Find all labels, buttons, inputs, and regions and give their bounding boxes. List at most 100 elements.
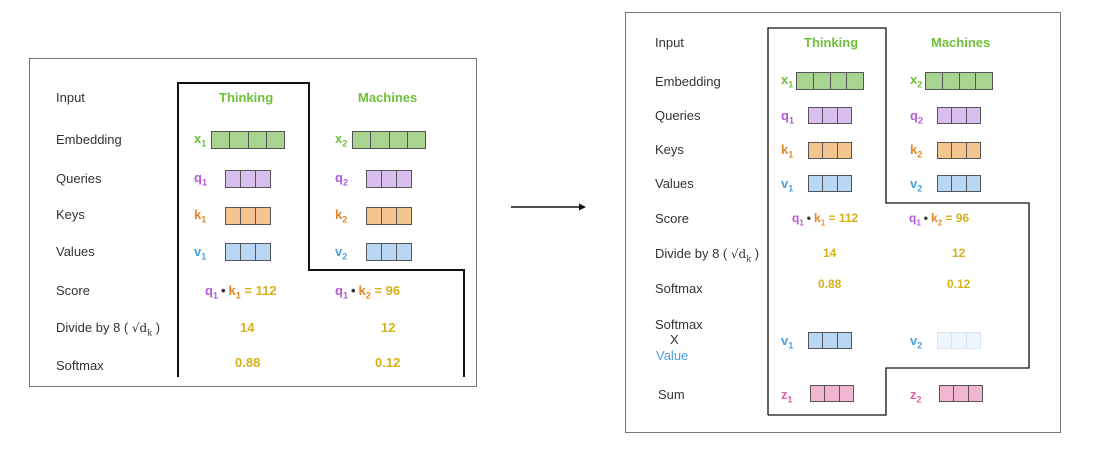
r-z2-symbol: z2 bbox=[910, 387, 922, 405]
r-z2-sub: 2 bbox=[916, 394, 922, 405]
sqrt-d: √d bbox=[131, 321, 148, 335]
r-v1-sub: 1 bbox=[788, 183, 794, 194]
r-v2-letter: v bbox=[910, 176, 918, 191]
x2-sub: 2 bbox=[342, 138, 348, 149]
r-x2-letter: x bbox=[910, 72, 918, 87]
r-k1-symbol: k1 bbox=[781, 142, 793, 160]
r-row-label-divide: Divide by 8 ( √dk ) bbox=[655, 246, 759, 263]
v2-letter: v bbox=[335, 244, 343, 259]
r-score2-q-sub: 1 bbox=[916, 218, 921, 228]
row-label-softmax: Softmax bbox=[56, 358, 104, 373]
r-row-label-values: Values bbox=[655, 176, 694, 191]
row-label-divide: Divide by 8 ( √dk ) bbox=[56, 320, 160, 337]
r-z2-vector bbox=[939, 385, 983, 402]
r-q1-sub: 1 bbox=[788, 115, 794, 126]
dot-product-icon: • bbox=[350, 283, 356, 298]
row-label-keys: Keys bbox=[56, 207, 85, 222]
r-k1-letter: k bbox=[781, 142, 789, 157]
r-row-label-queries: Queries bbox=[655, 108, 701, 123]
score1-k: k1 bbox=[228, 283, 241, 301]
r-divide-close: ) bbox=[754, 246, 760, 261]
softmax-value-2: 0.12 bbox=[375, 355, 401, 370]
k1-symbol: k1 bbox=[194, 207, 206, 225]
score2-q: q1 bbox=[335, 283, 348, 301]
r-v2-vector bbox=[937, 175, 981, 192]
r-word-machines: Machines bbox=[931, 35, 991, 50]
r-score1-q-sub: 1 bbox=[799, 218, 804, 228]
k2-sub: 2 bbox=[342, 214, 348, 225]
divide-value-1: 14 bbox=[240, 320, 255, 335]
r-v1-symbol: v1 bbox=[781, 176, 793, 194]
r-x1-embedding-vector bbox=[796, 72, 864, 90]
row-label-score: Score bbox=[56, 283, 90, 298]
k1-letter: k bbox=[194, 207, 202, 222]
r-row-label-value: Value bbox=[656, 348, 689, 363]
r-score2-q: q1 bbox=[909, 211, 921, 228]
word-machines: Machines bbox=[358, 90, 418, 105]
r-wv2-sub: 2 bbox=[917, 340, 923, 351]
r-word-thinking: Thinking bbox=[804, 35, 859, 50]
r-q2-sub: 2 bbox=[917, 115, 923, 126]
r-row-label-softmax-2: Softmax bbox=[655, 317, 703, 332]
q1-sub: 1 bbox=[201, 177, 207, 188]
r-q2-vector bbox=[937, 107, 981, 124]
x2-letter: x bbox=[335, 131, 343, 146]
k2-vector bbox=[366, 207, 412, 225]
q1-symbol: q1 bbox=[194, 170, 207, 188]
x2-symbol: x2 bbox=[335, 131, 347, 149]
score1-q-letter: q bbox=[205, 283, 213, 298]
r-k1-vector bbox=[808, 142, 852, 159]
r-weighted-v1-vector bbox=[808, 332, 852, 349]
r-row-label-softmax: Softmax bbox=[655, 281, 703, 296]
r-weighted-v1-symbol: v1 bbox=[781, 333, 793, 351]
row-label-values: Values bbox=[56, 244, 95, 259]
right-focus-outline bbox=[767, 27, 1030, 416]
r-wv1-letter: v bbox=[781, 333, 789, 348]
r-score1-k: k1 bbox=[814, 211, 826, 228]
x2-embedding-vector bbox=[352, 131, 426, 149]
q2-sub: 2 bbox=[342, 177, 348, 188]
word-thinking: Thinking bbox=[219, 90, 274, 105]
k2-symbol: k2 bbox=[335, 207, 347, 225]
r-v1-letter: v bbox=[781, 176, 789, 191]
row-label-input: Input bbox=[56, 90, 85, 105]
score1-k-sub: 1 bbox=[235, 290, 241, 301]
r-score1-q-letter: q bbox=[792, 211, 800, 225]
r-z1-letter: z bbox=[781, 387, 788, 402]
r-z1-vector bbox=[810, 385, 854, 402]
q2-vector bbox=[366, 170, 412, 188]
score-1: q1•k1 = 112 bbox=[205, 283, 277, 301]
score2-k: k2 bbox=[358, 283, 371, 301]
r-row-label-embedding: Embedding bbox=[655, 74, 721, 89]
score2-k-sub: 2 bbox=[365, 290, 371, 301]
score1-k-letter: k bbox=[228, 283, 236, 298]
r-score2-k-letter: k bbox=[931, 211, 938, 225]
r-row-label-keys: Keys bbox=[655, 142, 684, 157]
r-row-label-score: Score bbox=[655, 211, 689, 226]
r-x2-embedding-vector bbox=[925, 72, 993, 90]
score2-q-sub: 1 bbox=[342, 290, 348, 301]
r-score1-k-sub: 1 bbox=[820, 218, 826, 228]
v1-letter: v bbox=[194, 244, 202, 259]
r-x1-letter: x bbox=[781, 72, 789, 87]
score2-q-letter: q bbox=[335, 283, 343, 298]
r-q2-symbol: q2 bbox=[910, 108, 923, 126]
sqrt-sub-k: k bbox=[147, 328, 153, 338]
score1-value: = 112 bbox=[244, 283, 277, 298]
score2-value: = 96 bbox=[374, 283, 401, 298]
r-weighted-v2-symbol: v2 bbox=[910, 333, 922, 351]
divide-close: ) bbox=[155, 320, 161, 335]
q1-letter: q bbox=[194, 170, 202, 185]
x1-letter: x bbox=[194, 131, 202, 146]
score1-q: q1 bbox=[205, 283, 218, 301]
r-v2-symbol: v2 bbox=[910, 176, 922, 194]
r-dot-product-icon: • bbox=[923, 211, 928, 225]
r-k2-symbol: k2 bbox=[910, 142, 922, 160]
r-row-label-input: Input bbox=[655, 35, 684, 50]
r-score2-k: k2 bbox=[931, 211, 942, 227]
row-label-embedding: Embedding bbox=[56, 132, 122, 147]
r-weighted-v2-vector bbox=[937, 332, 981, 349]
dot-product-icon: • bbox=[220, 283, 226, 298]
score2-k-letter: k bbox=[358, 283, 366, 298]
